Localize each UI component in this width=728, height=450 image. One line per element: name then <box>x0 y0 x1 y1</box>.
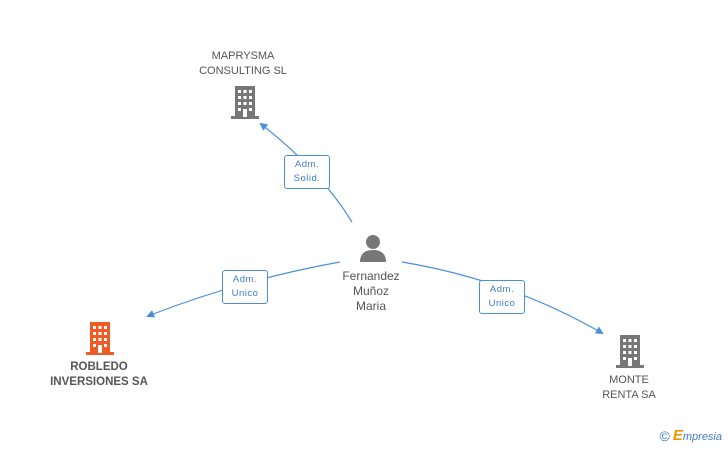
brand-footer: © Empresia <box>660 427 722 444</box>
building-icon[interactable] <box>614 333 646 369</box>
node-maprysma-line1: MAPRYSMA <box>211 50 275 62</box>
node-robledo-label[interactable]: ROBLEDO INVERSIONES SA <box>37 360 161 390</box>
building-icon[interactable] <box>84 320 116 356</box>
relation-maprysma-line2: Solid. <box>293 173 321 184</box>
node-monte-line2: RENTA SA <box>602 389 656 401</box>
relation-badge-maprysma[interactable]: Adm. Solid. <box>284 155 330 189</box>
node-robledo-line1: ROBLEDO <box>70 361 128 373</box>
relation-monte-line2: Unico <box>488 298 516 309</box>
node-monte-line1: MONTE <box>609 374 649 386</box>
relation-badge-robledo[interactable]: Adm. Unico <box>222 270 268 304</box>
node-robledo-line2: INVERSIONES SA <box>50 376 148 388</box>
relation-badge-monte[interactable]: Adm. Unico <box>479 280 525 314</box>
building-icon[interactable] <box>229 84 261 120</box>
node-maprysma-label[interactable]: MAPRYSMA CONSULTING SL <box>183 49 303 79</box>
node-person-line3: Maria <box>355 299 386 313</box>
brand-logo: Empresia <box>673 427 722 444</box>
relation-maprysma-line1: Adm. <box>294 159 320 170</box>
relation-monte-line1: Adm. <box>489 284 515 295</box>
node-maprysma-line2: CONSULTING SL <box>199 65 287 77</box>
relation-robledo-line2: Unico <box>231 288 259 299</box>
relation-robledo-line1: Adm. <box>232 274 258 285</box>
node-monte-label[interactable]: MONTE RENTA SA <box>584 373 674 403</box>
copyright-icon: © <box>659 427 670 444</box>
node-person-label[interactable]: Fernandez Muñoz Maria <box>321 269 421 314</box>
node-person-line2: Muñoz <box>352 284 390 298</box>
node-person-line1: Fernandez <box>342 269 400 283</box>
brand-logo-initial: E <box>672 427 683 444</box>
brand-logo-rest: mpresia <box>682 431 722 443</box>
person-icon[interactable] <box>358 233 388 263</box>
